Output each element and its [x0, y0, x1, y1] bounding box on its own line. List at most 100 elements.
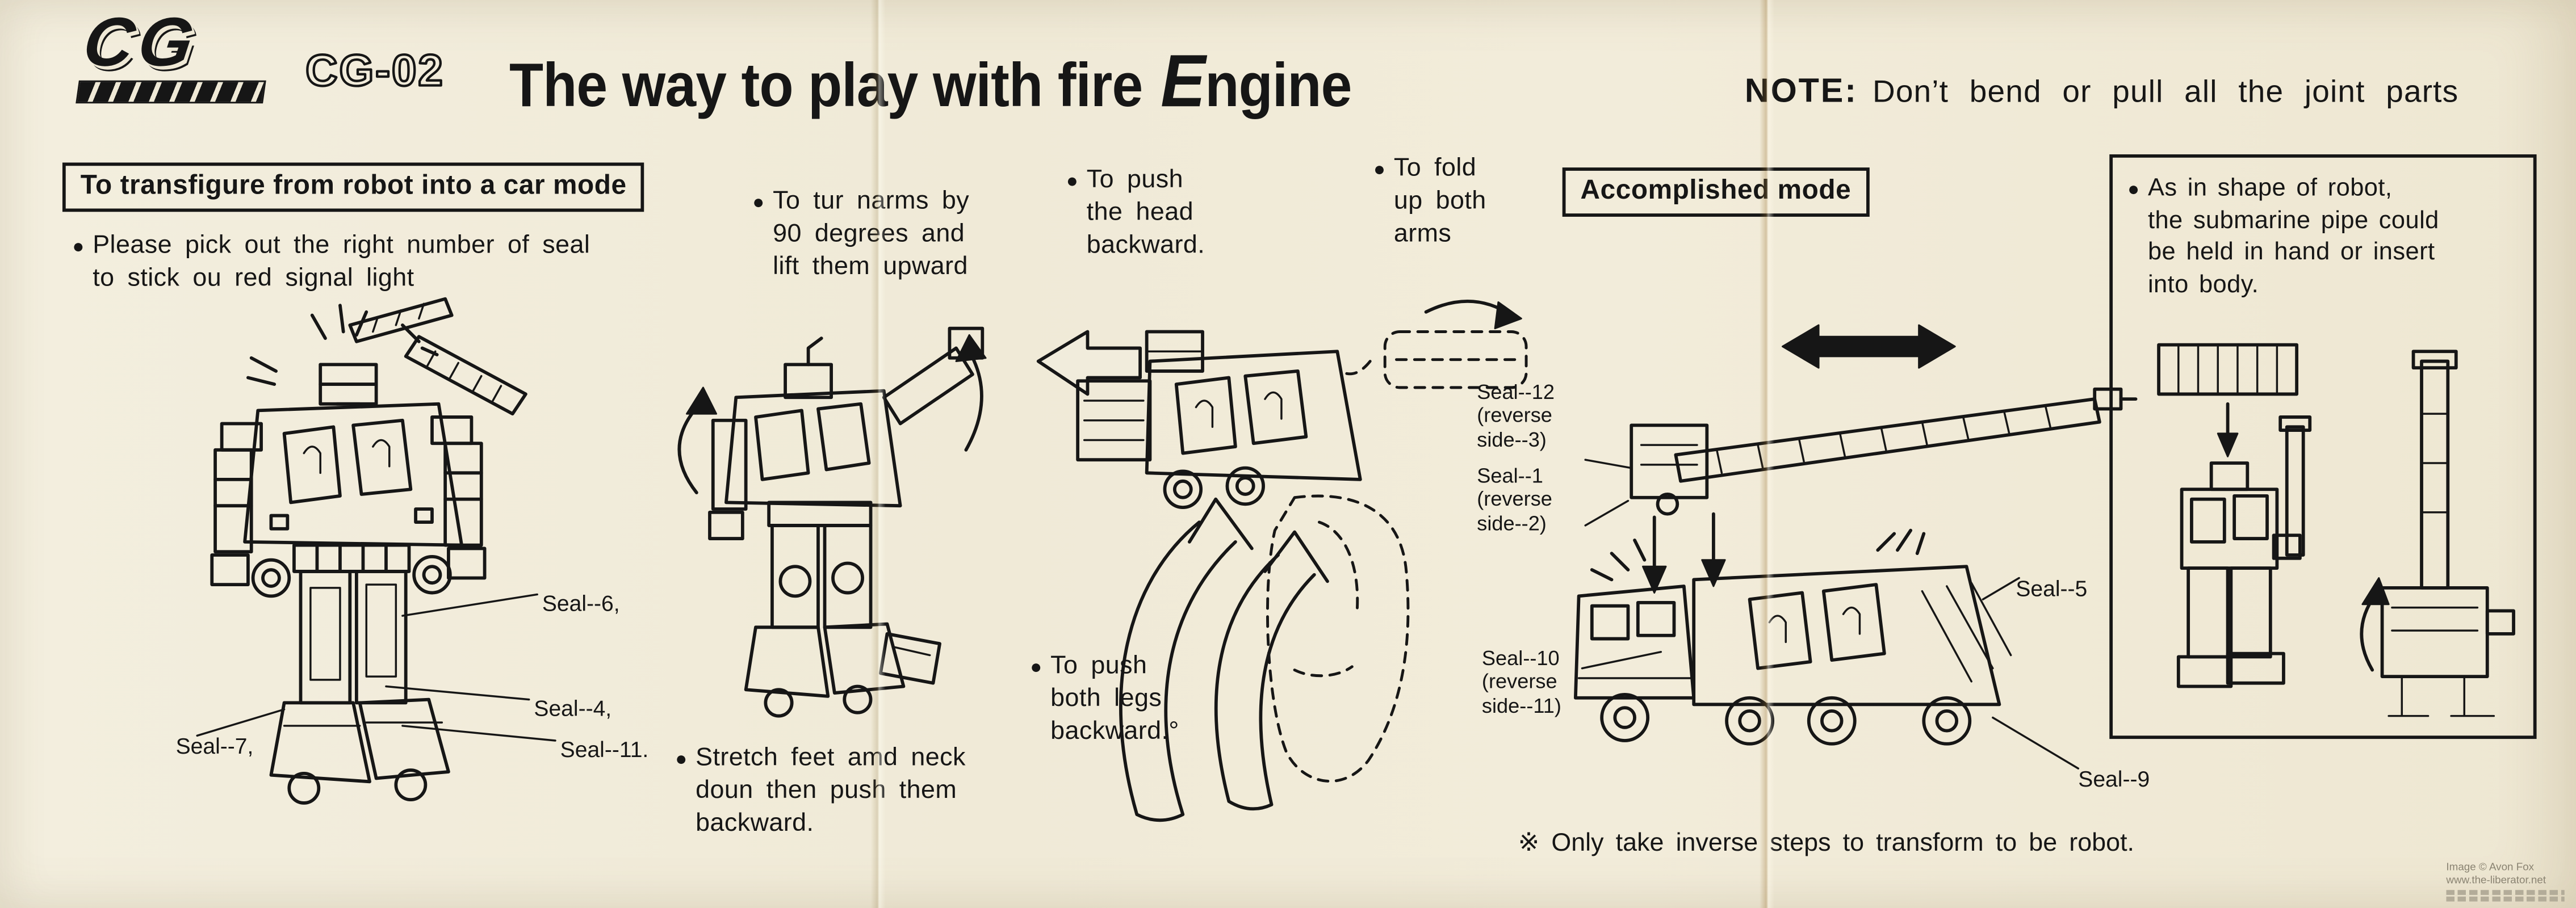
legs-ghost-outline [1266, 494, 1410, 783]
instruction-pick-seal: ● Please pick out the right number of se… [72, 230, 590, 296]
ladder [1674, 397, 2101, 483]
cab-torso [1145, 350, 1362, 481]
rear-ladder [404, 335, 527, 416]
ladder-base [1630, 423, 1709, 499]
robot-head [2209, 461, 2250, 491]
cab-window-right [351, 418, 413, 496]
section-title-accomplished: Accomplished mode [1562, 167, 1870, 217]
push-up-arrow-2 [1214, 530, 1329, 811]
submarine-pipe-panel: ● As in shape of robot, the submarine pi… [2109, 154, 2537, 739]
seal-10-label: Seal--10 (reverse side--11) [1481, 647, 1562, 717]
leg-left [299, 570, 352, 705]
push-left-arrow [1036, 330, 1142, 396]
robot-torso [724, 389, 902, 508]
head-ladder [348, 297, 454, 343]
bullet-icon: ● [2127, 177, 2140, 201]
instruction-line: Please pick out the right number of seal [93, 231, 590, 260]
instruction-line: backward. [696, 810, 814, 838]
foot-left [269, 701, 371, 784]
ladder-piece [2157, 343, 2299, 396]
seal-5-label: Seal--5 [2016, 576, 2088, 602]
instruction-turn-arms: ● To tur narms by 90 degrees and lift th… [752, 186, 969, 285]
arm-right [443, 442, 483, 547]
robot-front-illustration [196, 297, 556, 805]
seal-1-label: Seal--1 (reverse side--2) [1477, 464, 1552, 535]
robot-mid-transform-illustration [1036, 299, 1528, 822]
insert-curve-arrow [2360, 592, 2377, 672]
slide-double-arrow [1782, 324, 1956, 369]
instruction-line: doun then push them [696, 777, 957, 805]
shoulder-right [430, 415, 474, 445]
seal-6-label: Seal--6, [542, 591, 620, 616]
bullet-icon: ● [1030, 655, 1042, 679]
spark-marks [246, 304, 439, 386]
submarine-pipe [2420, 359, 2450, 590]
seal-11-label: Seal--11. [560, 737, 649, 762]
instruction-line: lift them upward [773, 253, 968, 281]
pipe-in-body-illustration [2360, 350, 2515, 717]
waist [292, 543, 411, 573]
brand-logo-text: CG [78, 3, 203, 81]
joint-warning-note: NOTE:Don’t bend or pull all the joint pa… [1745, 72, 2458, 111]
instruction-line: be held in hand or insert [2147, 238, 2435, 266]
instruction-line: the head [1086, 199, 1193, 227]
foot-right [358, 697, 450, 780]
model-code-text: CG-02 [305, 45, 445, 95]
watermark-fine-print [2446, 896, 2565, 902]
instruction-submarine-pipe: ● As in shape of robot, the submarine pi… [2127, 173, 2439, 301]
instruction-line: backward. [1086, 232, 1205, 260]
submarine-pipe [2285, 425, 2305, 557]
bullet-icon: ● [675, 747, 688, 771]
instruction-line: As in shape of robot, [2147, 174, 2393, 202]
instruction-line: To fold [1393, 154, 1477, 183]
watermark-fine-print [2446, 890, 2565, 895]
robot-holding-pipe-illustration [2157, 343, 2312, 688]
note-label: NOTE: [1744, 72, 1858, 110]
bullet-icon: ● [1373, 157, 1386, 181]
instruction-line: up both [1393, 187, 1486, 216]
instruction-push-legs: ● To push both legs backward.° [1030, 650, 1179, 750]
arm-left [213, 448, 253, 554]
bullet-icon: ● [752, 190, 765, 214]
instruction-line: To push [1050, 651, 1147, 680]
instruction-line: arms [1393, 220, 1452, 249]
rotate-arrow-left [677, 402, 702, 494]
rotate-arrow-right [964, 350, 983, 452]
body-block [2380, 586, 2489, 679]
instruction-line: 90 degrees and [773, 220, 965, 249]
leg-left [770, 524, 820, 629]
section-title-transfigure: To transfigure from robot into a car mod… [62, 162, 645, 212]
instruction-line: Stretch feet amd neck [696, 743, 966, 772]
seal-9-label: Seal--9 [2078, 767, 2150, 792]
seal-leader-lines [1581, 459, 2080, 770]
instruction-line: both legs [1050, 684, 1162, 713]
seal-7-label: Seal--7, [175, 734, 254, 759]
instruction-line: backward.° [1050, 718, 1179, 746]
instruction-fold-arms: ● To fold up both arms [1373, 153, 1486, 252]
inverse-steps-footnote: ※ Only take inverse steps to transform t… [1518, 829, 2135, 857]
truck-cab [1573, 585, 1696, 700]
instruction-stretch-feet: ● Stretch feet amd neck doun then push t… [675, 742, 966, 842]
instruction-line: the submarine pipe could [2147, 206, 2439, 234]
robot-torso [2180, 487, 2279, 570]
page-title: The way to play with fire Engine [509, 39, 1352, 124]
push-up-arrow-1 [1119, 497, 1254, 822]
title-engine-rest: ngine [1205, 52, 1352, 121]
truck-body [1692, 565, 2001, 707]
spark-marks [1590, 528, 1926, 582]
title-engine-initial: E [1161, 39, 1205, 123]
robot-arms-up-illustration [677, 326, 987, 718]
hand [2272, 533, 2302, 560]
folded-arm-ghost [1383, 330, 1528, 389]
neck-piece [879, 632, 941, 685]
watermark: Image © Avon Fox www.the-liberator.net [2446, 861, 2565, 902]
foot-right [823, 622, 906, 695]
front-block [1076, 379, 1152, 462]
seal-4-label: Seal--4, [534, 696, 612, 721]
title-lead: The way to play with fire [509, 52, 1143, 121]
instruction-line: into body. [2147, 270, 2259, 299]
instruction-line: To tur narms by [773, 187, 970, 216]
model-code: CG-02 [304, 44, 445, 96]
